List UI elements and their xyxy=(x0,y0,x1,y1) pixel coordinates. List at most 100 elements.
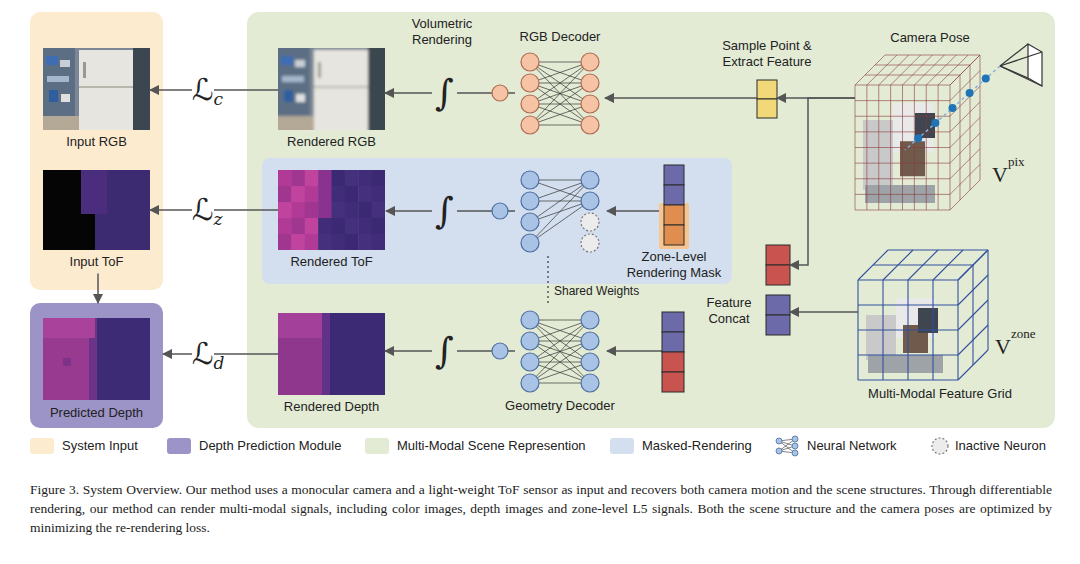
image-region xyxy=(314,50,368,130)
integral-symbol: ∫ xyxy=(432,333,457,369)
frustum-edge xyxy=(1000,66,1028,78)
image-region xyxy=(368,48,385,130)
depth-block xyxy=(372,170,385,187)
image xyxy=(43,170,150,250)
frustum-edge xyxy=(1000,66,1042,86)
image-caption: Input ToF xyxy=(33,254,160,270)
image-region xyxy=(318,62,321,78)
sample-point xyxy=(966,89,974,97)
neuron xyxy=(581,192,599,210)
feature-cell xyxy=(664,165,684,185)
mask-highlight xyxy=(659,203,689,249)
neuron xyxy=(521,213,539,231)
predicted-depth-panel: Predicted Depth xyxy=(30,303,163,428)
connector xyxy=(790,311,858,313)
loss-symbol: ℒ xyxy=(192,75,214,105)
grid-line xyxy=(875,65,970,66)
loss-subscript: c xyxy=(213,91,225,108)
grid-line xyxy=(914,55,944,85)
neural-network xyxy=(521,311,599,392)
connector xyxy=(790,98,855,265)
neuron xyxy=(521,95,539,113)
zone-rendering-mask: Zone-Level Rendering Mask xyxy=(664,165,684,245)
depth-block xyxy=(291,218,305,235)
scene-floor xyxy=(868,355,943,373)
input-tof-image: Input ToF xyxy=(43,170,150,250)
legend-label: Masked-Rendering xyxy=(642,438,752,454)
image-region xyxy=(278,48,385,130)
grid-line xyxy=(950,118,980,148)
depth-prediction-panel xyxy=(30,303,163,428)
connector xyxy=(605,97,757,99)
depth-block xyxy=(358,234,372,250)
image-region xyxy=(83,62,86,78)
grid-caption: Multi-Modal Feature Grid xyxy=(850,386,1030,402)
grid-line xyxy=(858,329,958,330)
image-region xyxy=(79,50,133,130)
feature-cell xyxy=(664,205,684,225)
sample-point xyxy=(914,134,922,142)
pixel-feature-grid: Vpix xyxy=(855,55,980,210)
feature-concat: Feature Concat xyxy=(766,245,790,335)
image-region xyxy=(43,318,95,338)
input-rgb-image: Input RGB xyxy=(43,48,150,130)
feature-cell xyxy=(664,225,684,245)
image-caption: Rendered RGB xyxy=(268,134,395,150)
grid-line xyxy=(855,194,950,195)
legend-swatch xyxy=(167,438,191,454)
depth-block xyxy=(372,234,385,250)
grid-line xyxy=(950,180,980,210)
depth-block xyxy=(305,218,319,235)
image-region xyxy=(43,116,79,130)
neuron xyxy=(521,311,539,329)
neuron xyxy=(776,438,782,444)
depth-block xyxy=(332,170,346,187)
nn-connection xyxy=(530,320,590,383)
grid-line xyxy=(891,55,921,85)
image-region xyxy=(63,358,71,366)
nn-connection xyxy=(530,320,590,383)
grid-line xyxy=(938,55,968,85)
depth-block xyxy=(305,234,319,250)
legend-label: Inactive Neuron xyxy=(955,438,1046,454)
image-region xyxy=(284,90,293,102)
zone-feature-grid: Vzone xyxy=(858,250,988,380)
neuron xyxy=(792,450,798,456)
legend-swatch xyxy=(365,438,389,454)
rendered-rgb-image: Rendered RGB xyxy=(278,48,385,130)
depth-block xyxy=(318,202,332,219)
grid-line xyxy=(855,55,885,85)
feature-cell xyxy=(766,245,790,265)
image-region xyxy=(43,170,81,250)
feature-cell xyxy=(766,315,790,335)
image-region xyxy=(278,313,328,338)
output-neuron xyxy=(492,203,508,219)
neuron xyxy=(792,443,798,449)
feature-label: Zone-Level Rendering Mask xyxy=(614,249,734,280)
image-region xyxy=(296,94,305,102)
legend-swatch xyxy=(610,438,634,454)
grid-line xyxy=(950,86,980,116)
image-caption: Rendered Depth xyxy=(268,399,395,415)
frustum-edge xyxy=(1000,52,1042,66)
grid-line xyxy=(855,163,950,164)
neuron xyxy=(521,74,539,92)
decoder-label: RGB Decoder xyxy=(495,29,625,45)
inactive-neuron xyxy=(581,213,599,231)
grid-line xyxy=(858,354,958,355)
image xyxy=(278,48,385,130)
loss-symbol: ℒ xyxy=(192,339,214,369)
neural-network-icon xyxy=(776,436,798,456)
pixel-grid xyxy=(855,55,980,210)
depth-block xyxy=(345,202,359,219)
neuron xyxy=(792,436,798,442)
neuron xyxy=(581,353,599,371)
neuron xyxy=(581,171,599,189)
grid-line xyxy=(950,133,980,163)
neuron xyxy=(581,332,599,350)
stage-label: Volumetric Rendering xyxy=(398,16,486,47)
image-region xyxy=(81,214,95,250)
image-region xyxy=(81,170,107,214)
feature-cell xyxy=(662,332,684,352)
